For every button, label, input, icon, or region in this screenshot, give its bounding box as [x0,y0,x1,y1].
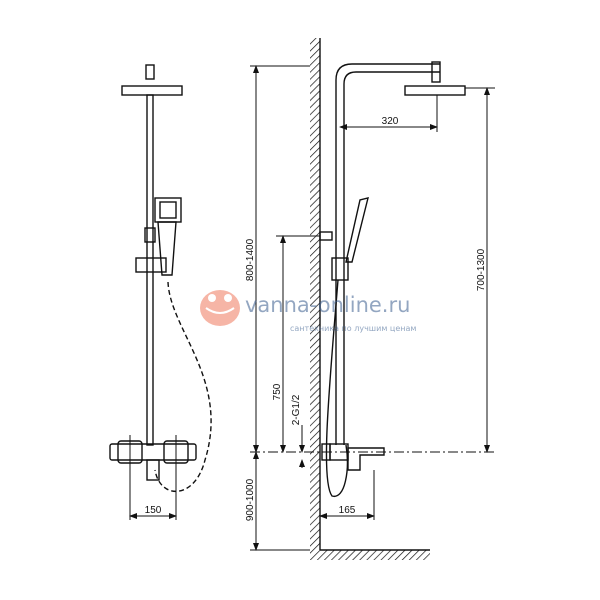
watermark-tagline: сантехника по лучшим ценам [290,324,416,333]
dim-mixer-spacing: 150 [145,505,162,516]
dim-holder-height: 750 [272,383,283,400]
bath-spout [347,447,385,471]
dim-arm-reach: 320 [382,116,399,127]
thermostatic-mixer [109,443,197,461]
watermark-site: vanna-online.ru [245,293,410,317]
hand-shower-handle [157,221,177,276]
frog-logo-icon [200,290,240,326]
side-view [250,38,495,560]
dim-total-height: 800-1400 [245,238,256,281]
hand-shower-side [345,197,369,263]
wall [310,38,320,550]
watermark: vanna-online.ru сантехника по лучшим цен… [200,290,416,333]
shower-head-connector [145,64,155,80]
dim-head-height: 700-1300 [476,248,487,291]
rain-shower-head-side [404,85,466,96]
dim-inlet: 2-G1/2 [291,394,302,425]
rail-slider [135,257,167,273]
hose [154,281,212,493]
rail-slider-side [331,257,349,281]
shower-rail [146,94,154,446]
dim-spout-reach: 165 [339,505,356,516]
rain-shower-head [121,85,183,96]
dim-mixer-height: 900-1000 [245,478,256,521]
shower-column [335,63,440,445]
front-view [109,64,212,520]
mixer-outlet [146,459,160,481]
floor [310,550,430,560]
